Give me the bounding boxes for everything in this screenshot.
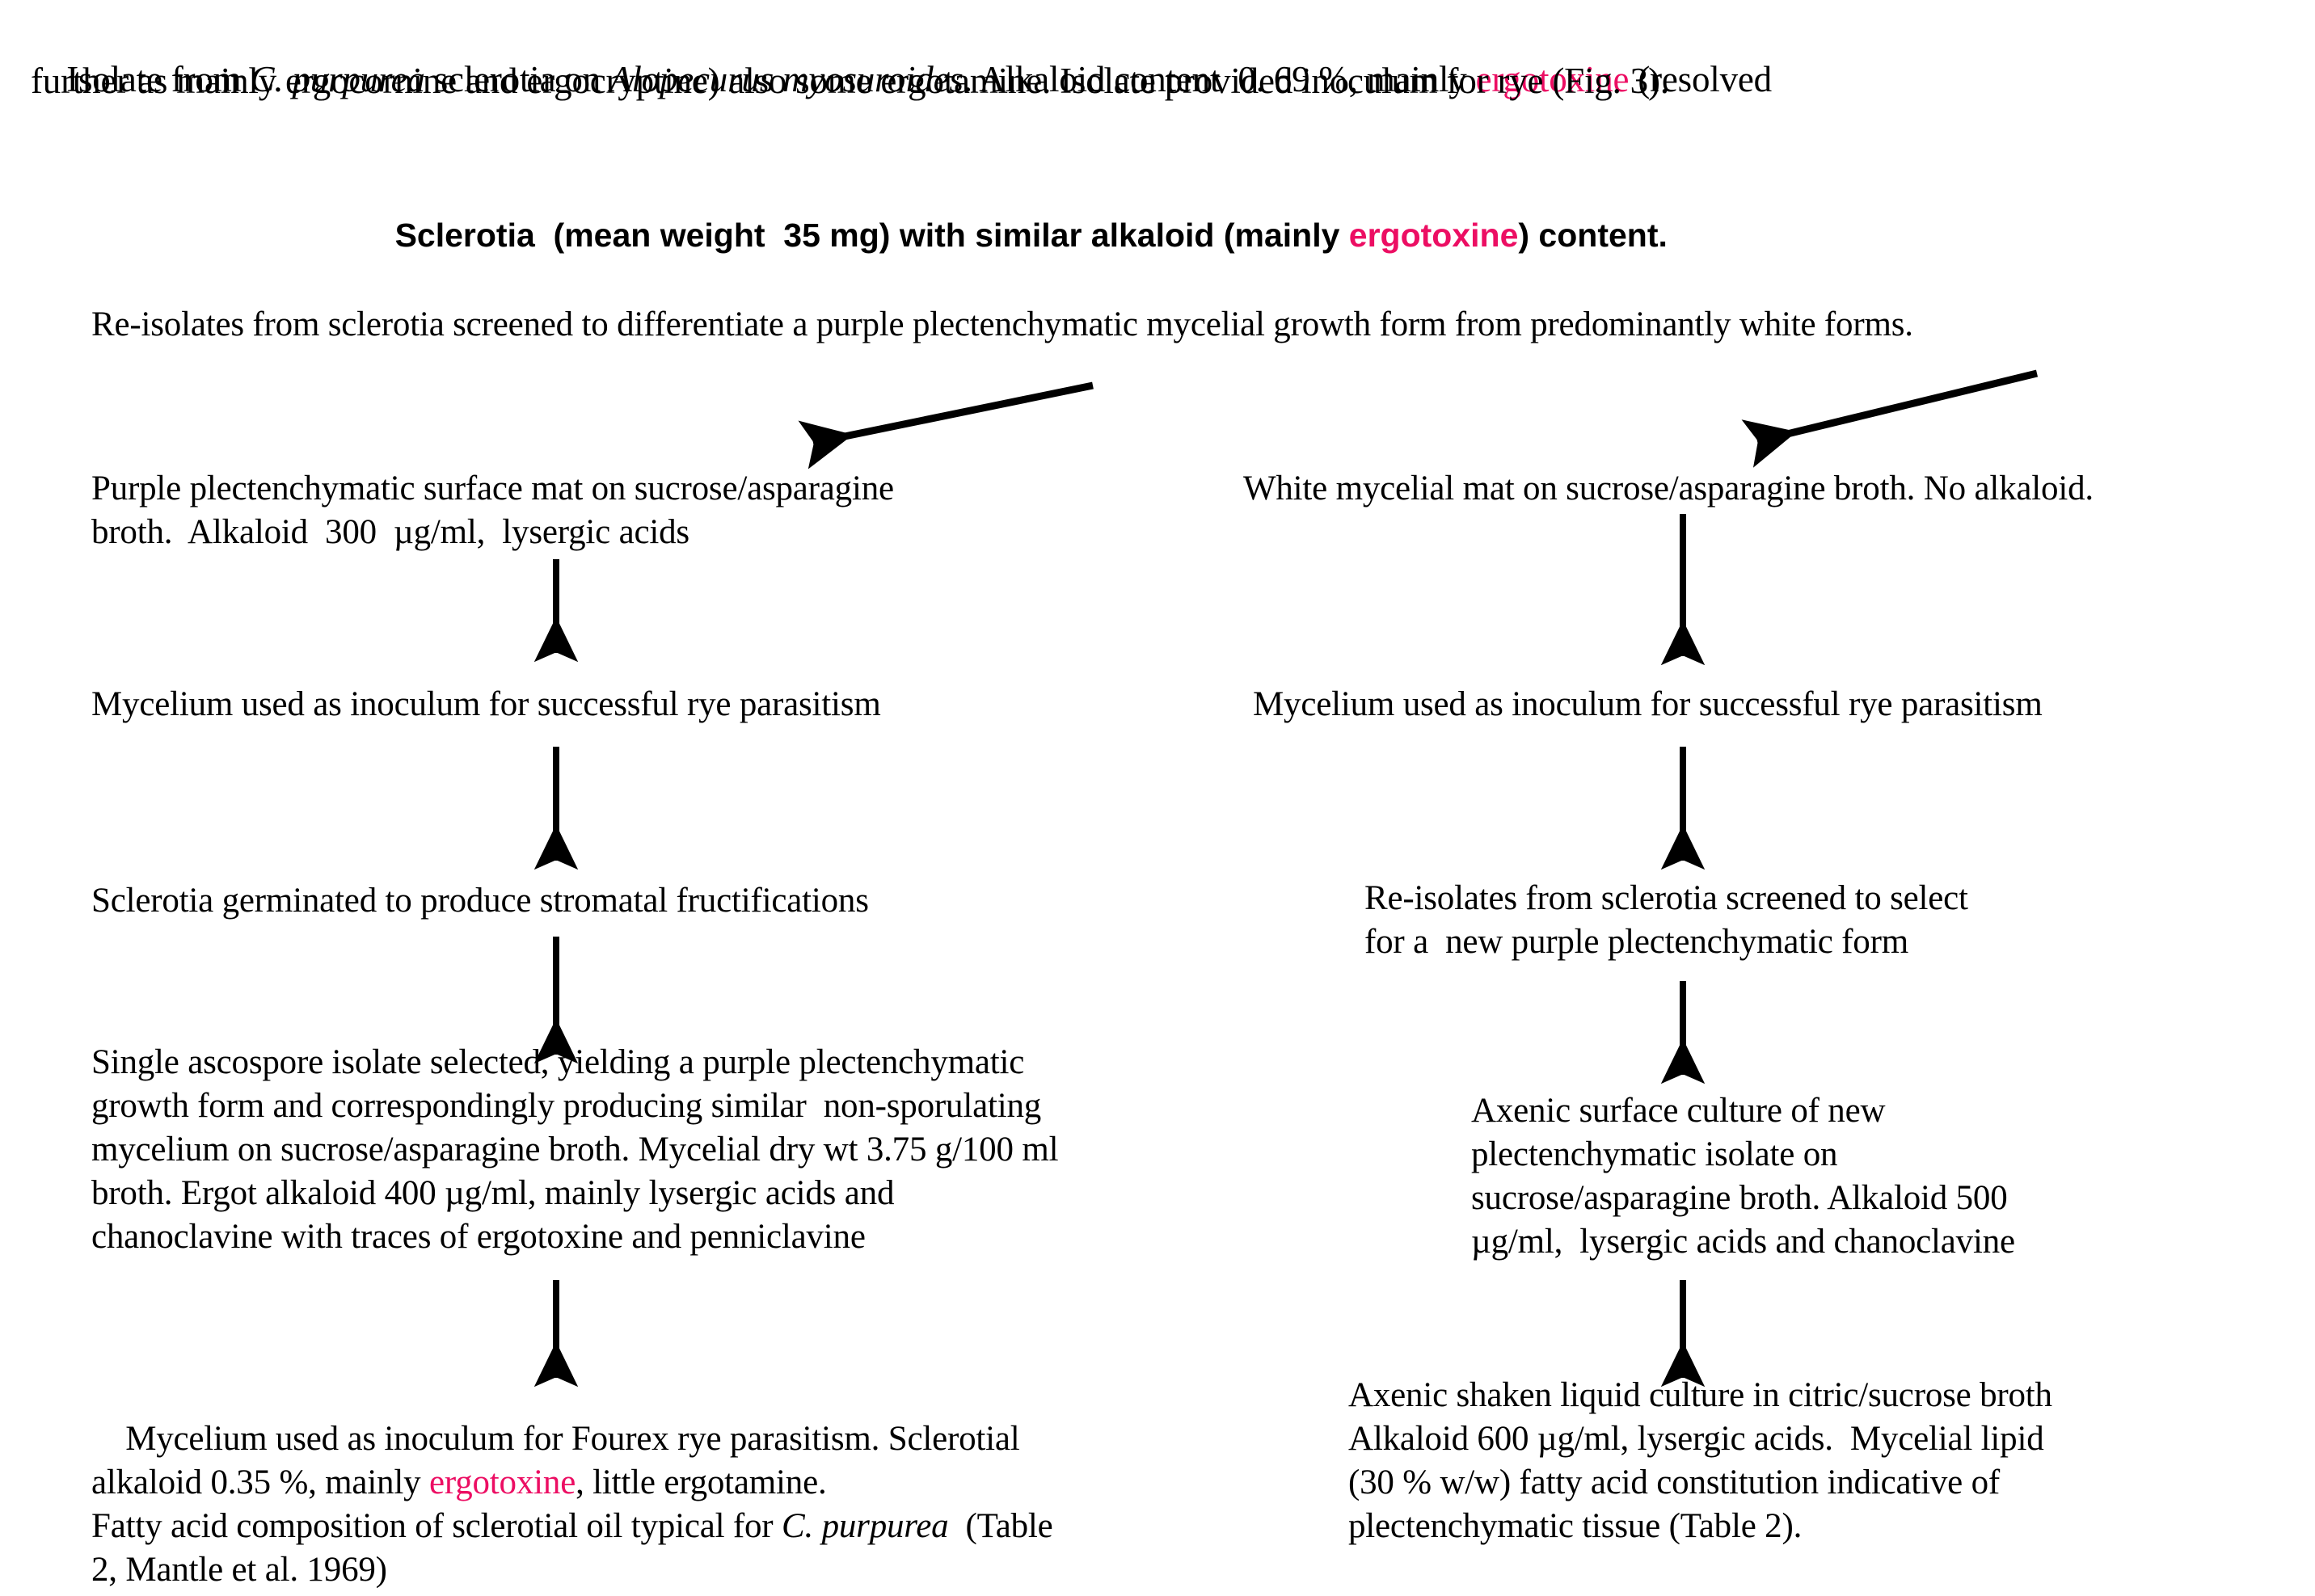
species-alopecurus-myosuroides: Alopecurus myosuroides — [609, 59, 964, 99]
right-arrow-2 — [1660, 747, 1706, 870]
subheader-sclerotia: Sclerotia (mean weight 35 mg) with simil… — [358, 175, 2136, 296]
right-node-2: Mycelium used as inoculum for successful… — [1253, 685, 2043, 723]
left-node-5-text-a: Mycelium used as inoculum for Fourex rye… — [91, 1420, 1020, 1501]
left-node-5: Mycelium used as inoculum for Fourex rye… — [91, 1374, 1239, 1596]
subheader-text-a: Sclerotia (mean weight 35 mg) with simil… — [394, 217, 1349, 254]
header-text-a: Isolate from — [66, 59, 251, 99]
header-paragraph-line1: Isolate from C. purpurea sclerotia on Al… — [31, 11, 2294, 147]
left-node-5-text-b: , little ergotamine. Fatty acid composit… — [91, 1463, 827, 1545]
left-node-2: Mycelium used as inoculum for successful… — [91, 685, 881, 723]
left-arrow-2 — [533, 747, 579, 870]
right-node-1: White mycelial mat on sucrose/asparagine… — [1243, 470, 2094, 507]
right-arrow-1 — [1660, 514, 1706, 666]
screening-note: Re-isolates from sclerotia screened to d… — [91, 305, 1913, 343]
branch-arrow-right — [1741, 369, 2039, 468]
species-c-purpurea: C. purpurea — [250, 59, 425, 99]
right-node-5: Axenic shaken liquid culture in citric/s… — [1348, 1376, 2052, 1545]
left-node-3: Sclerotia germinated to produce stromata… — [91, 882, 869, 920]
branch-arrow-left — [798, 381, 1094, 470]
highlight-ergotoxine-left-node-5: ergotoxine — [428, 1463, 576, 1501]
right-node-4: Axenic surface culture of new plectenchy… — [1471, 1092, 2015, 1261]
left-node-4: Single ascospore isolate selected, yield… — [91, 1043, 1059, 1256]
species-c-purpurea-left: C. purpurea — [781, 1507, 949, 1545]
header-text-c: . Alkaloid content 0. 69 %, mainly — [963, 59, 1476, 99]
highlight-ergotoxine-header: ergotoxine — [1475, 59, 1630, 99]
left-arrow-1 — [533, 559, 579, 663]
subheader-text-b: ) content. — [1518, 217, 1668, 254]
left-node-1: Purple plectenchymatic surface mat on su… — [91, 470, 894, 551]
header-text-b: sclerotia on — [424, 59, 610, 99]
header-paragraph-line2: further as mainly ergocornine and ergocr… — [31, 61, 1669, 101]
highlight-ergotoxine-subheader: ergotoxine — [1348, 217, 1519, 254]
right-arrow-3 — [1660, 981, 1706, 1084]
right-node-3: Re-isolates from sclerotia screened to s… — [1364, 879, 1968, 961]
left-node-5-text-c: (Table 2, Mantle et al. 1969) — [91, 1507, 1053, 1589]
header-text-d: (resolved — [1629, 59, 1772, 99]
